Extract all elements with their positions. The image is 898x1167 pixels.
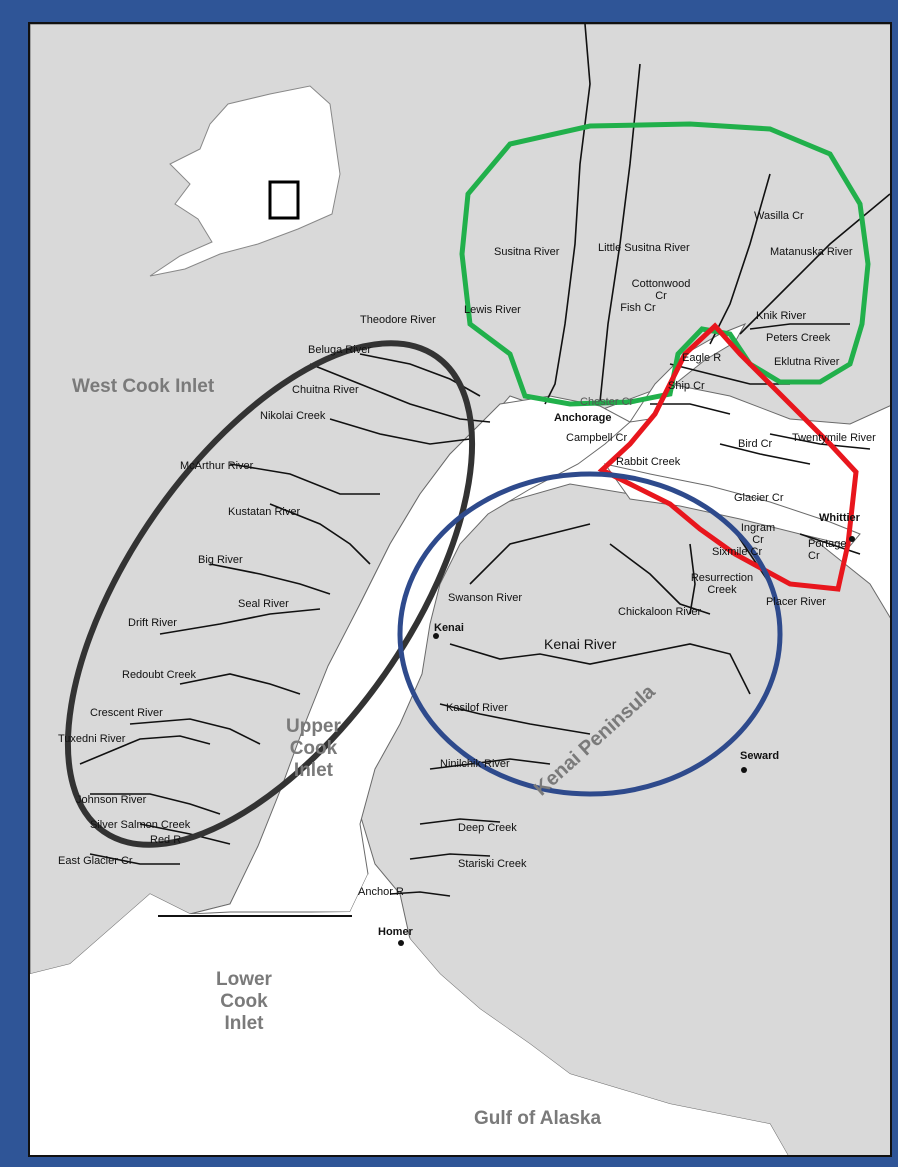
river-label-eagle: Eagle R <box>682 352 722 364</box>
river-label-portage: Portage Cr <box>808 538 847 562</box>
town-seward: Seward <box>740 750 780 762</box>
river-label-drift: Drift River <box>128 617 177 629</box>
river-label-twentymile: Twentymile River <box>792 432 876 444</box>
town-kenai: Kenai <box>434 622 464 634</box>
zone-south-outline <box>397 471 783 797</box>
river-label-lewis: Lewis River <box>464 304 521 316</box>
river-lsusitna-line <box>599 63 641 403</box>
river-kustatan-line <box>269 503 371 565</box>
river-deep-line <box>419 818 501 825</box>
river-crescent-line <box>129 718 261 745</box>
cook-inlet-water <box>189 395 631 915</box>
river-label-placer: Placer River <box>766 596 826 608</box>
river-label-kasilof: Kasilof River <box>446 702 508 714</box>
river-bird-line <box>719 443 811 465</box>
river-label-rabbit: Rabbit Creek <box>616 456 681 468</box>
river-label-chester: Chester Cr <box>580 396 634 408</box>
river-label-chickaloon: Chickaloon River <box>618 606 702 618</box>
river-label-eklutna: Eklutna River <box>774 356 840 368</box>
river-label-east-glacier: East Glacier Cr <box>58 855 133 867</box>
river-johnson-line <box>90 793 221 815</box>
zone-north-outline <box>459 121 871 407</box>
river-label-bird: Bird Cr <box>738 438 773 450</box>
river-label-seal: Seal River <box>238 598 289 610</box>
town-dot-whittier <box>849 536 855 542</box>
river-redoubt-line <box>179 673 301 695</box>
river-label-beluga: Beluga River <box>308 344 371 356</box>
river-label-sixmile: Sixmile Cr <box>712 546 763 558</box>
river-label-susitna: Susitna River <box>494 246 560 258</box>
river-stariski-line <box>409 853 491 860</box>
town-dot-homer <box>398 940 404 946</box>
river-label-tuxedni: Tuxedni River <box>58 733 126 745</box>
river-label-redoubt: Redoubt Creek <box>122 669 196 681</box>
river-label-peters: Peters Creek <box>766 332 831 344</box>
inset-locator-box <box>268 180 300 220</box>
zone-west-outline <box>64 340 476 848</box>
river-label-crescent: Crescent River <box>90 707 163 719</box>
river-tuxedni-line <box>79 735 211 765</box>
river-label-swanson: Swanson River <box>448 592 522 604</box>
river-label-kustatan: Kustatan River <box>228 506 301 518</box>
river-resurrection-line <box>689 543 696 615</box>
river-label-stariski: Stariski Creek <box>458 858 527 870</box>
river-label-resurrection: Resurrection Creek <box>690 572 754 596</box>
river-chuitna-line <box>329 418 471 445</box>
river-label-ingram: Ingram Cr <box>740 522 776 546</box>
river-label-kenai: Kenai River <box>544 636 617 652</box>
region-upper-cook-inlet: Upper Cook Inlet <box>286 716 341 781</box>
river-label-chuitna: Chuitna River <box>292 384 359 396</box>
river-ninilchik-line <box>429 758 551 770</box>
river-theodore-line <box>359 353 481 397</box>
river-label-deep: Deep Creek <box>458 822 517 834</box>
river-label-fish: Fish Cr <box>620 302 656 314</box>
river-label-knik: Knik River <box>756 310 807 322</box>
region-west-cook-inlet: West Cook Inlet <box>72 376 215 397</box>
river-label-silver-salmon: Silver Salmon Creek <box>90 819 191 831</box>
river-label-ship: Ship Cr <box>668 380 705 392</box>
town-homer: Homer <box>378 926 413 938</box>
river-wasilla-line <box>709 173 771 345</box>
town-whittier: Whittier <box>819 512 860 524</box>
river-susitna-line <box>544 24 591 405</box>
river-label-cottonwood: Cottonwood Cr <box>631 278 691 302</box>
zone-east-outline <box>597 322 859 592</box>
river-big-line <box>209 563 331 595</box>
river-label-johnson: Johnson River <box>76 794 147 806</box>
river-label-glacier: Glacier Cr <box>734 492 784 504</box>
river-label-anchor: Anchor R <box>358 886 404 898</box>
river-label-little-susitna: Little Susitna River <box>598 242 690 254</box>
river-label-ninilchik: Ninilchik River <box>440 758 510 770</box>
river-ship-line <box>650 403 731 415</box>
river-kenai-line <box>449 643 751 695</box>
river-swanson-line <box>469 523 591 585</box>
river-kasilof-line <box>439 703 591 735</box>
region-gulf-of-alaska: Gulf of Alaska <box>474 1108 602 1129</box>
river-label-mcarthur: McArthur River <box>180 460 254 472</box>
lower-inlet-water <box>30 874 788 1155</box>
river-drift-line <box>159 608 321 635</box>
river-knik-line <box>749 323 850 330</box>
river-portage-line <box>799 533 861 555</box>
town-dot-kenai <box>433 633 439 639</box>
map-frame: West Cook Inlet Upper Cook Inlet Lower C… <box>28 22 892 1157</box>
river-label-wasilla: Wasilla Cr <box>754 210 804 222</box>
river-chickaloon-line <box>609 543 711 615</box>
river-label-red: Red R <box>150 834 182 846</box>
river-label-matanuska: Matanuska River <box>770 246 853 258</box>
river-eastglacier-line <box>89 853 180 865</box>
river-label-theodore: Theodore River <box>360 314 436 326</box>
map-canvas <box>30 24 890 1155</box>
inset-alaska <box>149 85 341 277</box>
region-lower-cook-inlet: Lower Cook Inlet <box>216 969 272 1034</box>
river-twentymile-line <box>769 433 871 450</box>
river-mcarthur-line <box>229 463 380 495</box>
river-anchor-line <box>389 891 451 897</box>
river-silver-line <box>139 823 231 845</box>
town-dot-seward <box>741 767 747 773</box>
river-label-nikolai: Nikolai Creek <box>260 410 326 422</box>
river-label-big: Big River <box>198 554 243 566</box>
river-label-campbell: Campbell Cr <box>566 432 628 444</box>
town-anchorage: Anchorage <box>554 412 612 424</box>
